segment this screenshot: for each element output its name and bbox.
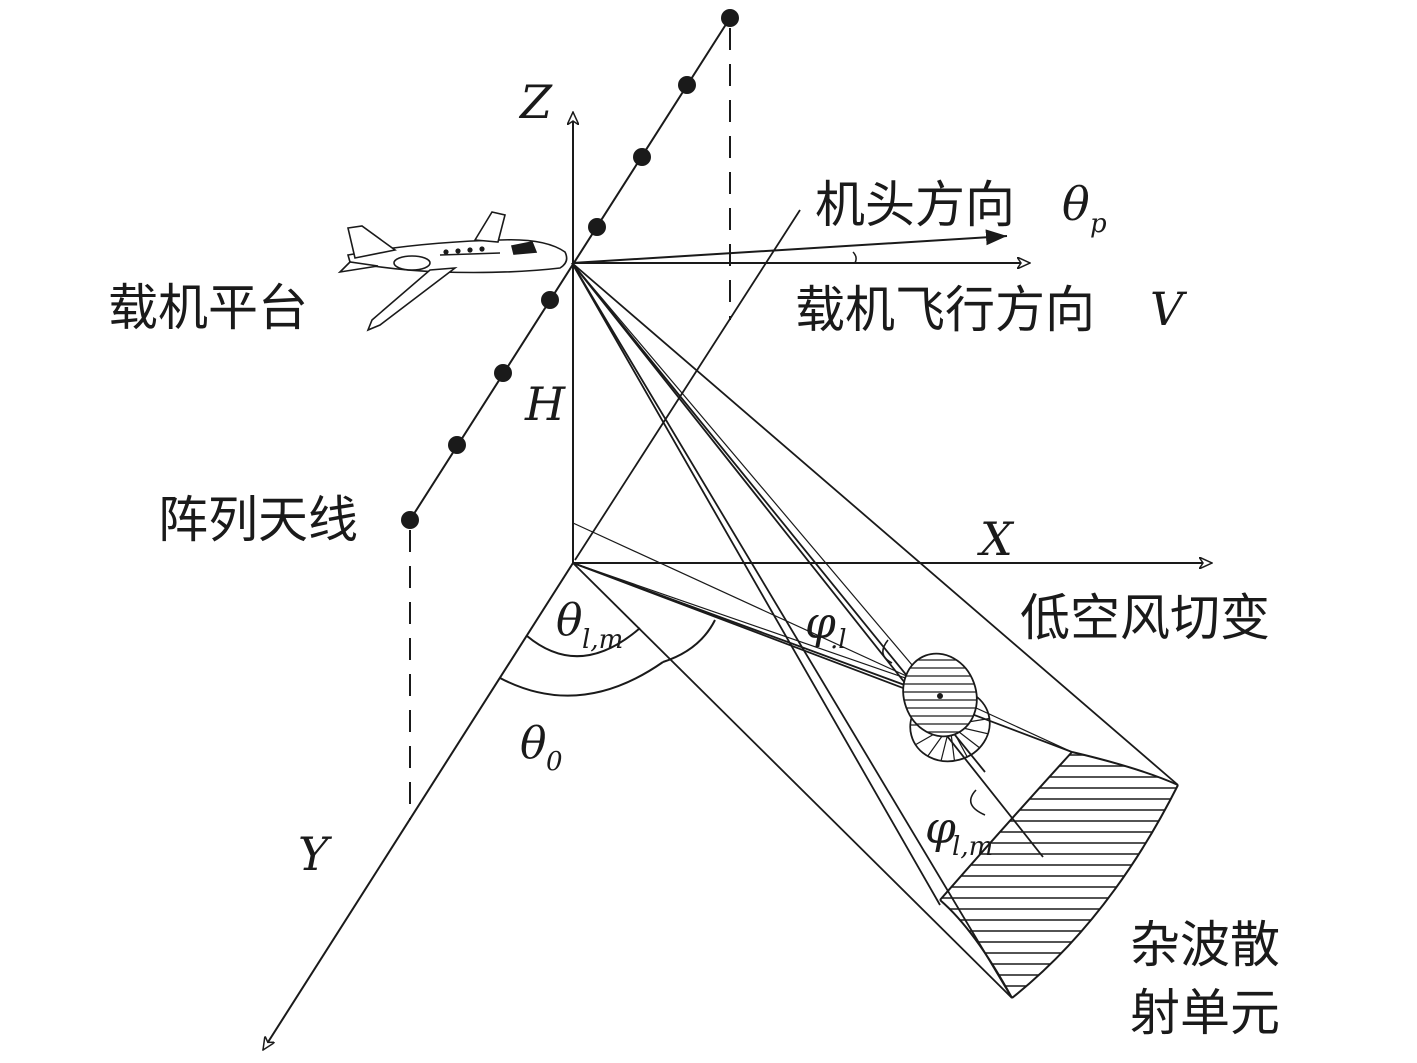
array-antenna-label: 阵列天线 — [158, 491, 358, 549]
windshear-label: 低空风切变 — [1020, 589, 1270, 647]
windshear-scatterer — [882, 639, 994, 816]
array-line — [409, 17, 731, 521]
array-element — [541, 291, 559, 309]
array-element — [633, 148, 651, 166]
array-element — [678, 76, 696, 94]
theta-0-symbol: θ — [520, 718, 547, 769]
z-axis-label: Z — [518, 75, 553, 129]
y-axis-label: Y — [298, 827, 333, 881]
heading-symbol: θ — [1062, 177, 1090, 231]
array-element — [721, 9, 739, 27]
clutter-label-line2: 射单元 — [1130, 984, 1280, 1042]
heading-direction-label: 机头方向 — [815, 176, 1015, 234]
phi-lm-subscript: l,m — [952, 832, 993, 862]
angle-arcs — [499, 619, 716, 697]
array-element — [401, 511, 419, 529]
heading-subscript: p — [1090, 209, 1107, 239]
theta-0-subscript: 0 — [546, 747, 563, 777]
array-element — [448, 436, 466, 454]
heading-direction-line — [571, 229, 1008, 264]
flight-symbol: V — [1150, 282, 1188, 336]
theta-0-arc — [499, 661, 664, 697]
x-axis-label: X — [977, 512, 1015, 566]
y-axis — [263, 562, 574, 1050]
theta-lm-symbol: θ — [556, 595, 583, 646]
inner-arc — [662, 619, 716, 663]
array-element — [588, 218, 606, 236]
phi-l-subscript: .l — [830, 625, 847, 655]
theta-lm-arc — [526, 627, 641, 657]
ground-rays — [572, 522, 1073, 999]
theta-lm-subscript: l,m — [582, 625, 623, 655]
phi-l-symbol: φ — [805, 598, 836, 649]
platform-label: 载机平台 — [108, 279, 308, 337]
heading-angle-arc — [852, 251, 857, 264]
clutter-label-line1: 杂波散 — [1130, 916, 1280, 974]
coordinate-axes — [263, 112, 1212, 1050]
height-label: H — [524, 377, 566, 431]
direction-vectors — [571, 209, 1030, 561]
array-antenna — [401, 9, 739, 820]
phi-lm-symbol: φ — [925, 803, 956, 854]
flight-direction-label: 载机飞行方向 — [795, 281, 1095, 339]
array-element — [494, 364, 512, 382]
heading-pointer-line — [574, 209, 801, 561]
aircraft-icon — [337, 211, 568, 332]
